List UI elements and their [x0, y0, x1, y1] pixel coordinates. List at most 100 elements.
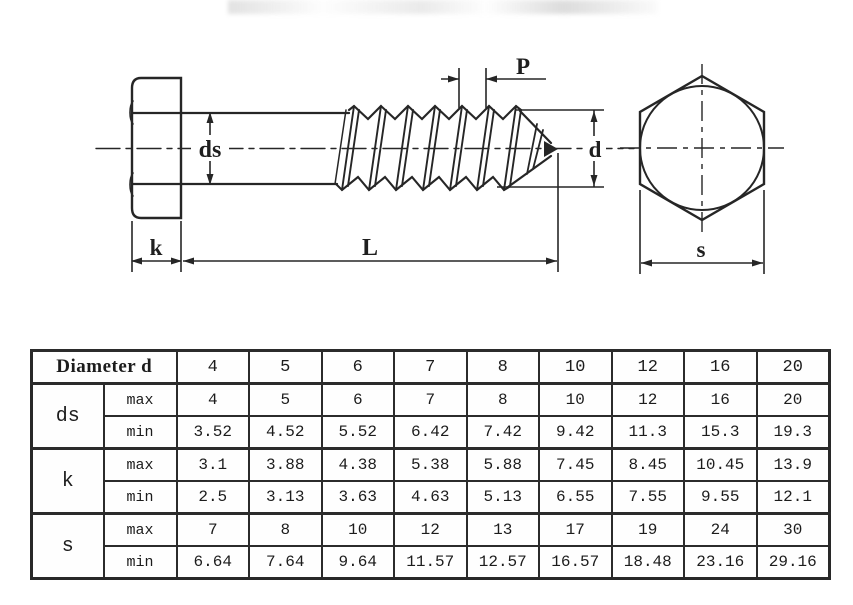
cell-value: 17: [538, 512, 613, 547]
l-dimension: L: [183, 153, 559, 272]
cell-value: 4.52: [248, 415, 323, 450]
cell-value: 12.1: [755, 480, 831, 515]
arrow-up-icon: [590, 111, 598, 122]
limit-label-min: min: [102, 480, 178, 515]
cell-value: 13: [465, 512, 540, 547]
diameter-value: 12: [610, 349, 685, 385]
limit-label-min: min: [102, 545, 178, 580]
diameter-value: 20: [755, 349, 831, 385]
arrow-left-icon: [486, 75, 497, 83]
cell-value: 9.55: [683, 480, 758, 515]
cell-value: 6.42: [393, 415, 468, 450]
diameter-value: 6: [320, 349, 395, 385]
cell-value: 7.55: [610, 480, 685, 515]
ds-dimension: ds: [191, 112, 229, 185]
cell-value: 10.45: [683, 447, 758, 482]
side-view: [95, 76, 635, 220]
cell-value: 8: [465, 382, 540, 417]
cell-value: 3.63: [320, 480, 395, 515]
limit-label-max: max: [102, 512, 178, 547]
cell-value: 4: [175, 382, 250, 417]
arrow-left-icon: [183, 257, 194, 265]
arrow-right-icon: [171, 257, 182, 265]
cell-value: 29.16: [755, 545, 831, 580]
diameter-value: 7: [393, 349, 468, 385]
cell-value: 6.55: [538, 480, 613, 515]
limit-label-min: min: [102, 415, 178, 450]
arrow-up-icon: [206, 112, 214, 123]
cell-value: 5.38: [393, 447, 468, 482]
diameter-value: 5: [248, 349, 323, 385]
cell-value: 7.64: [248, 545, 323, 580]
group-label-ds: ds: [30, 382, 105, 450]
cell-value: 5.52: [320, 415, 395, 450]
diameter-value: 16: [683, 349, 758, 385]
cell-value: 5.13: [465, 480, 540, 515]
cell-value: 11.3: [610, 415, 685, 450]
cell-value: 6: [320, 382, 395, 417]
arrow-right-icon: [546, 257, 557, 265]
cell-value: 12.57: [465, 545, 540, 580]
cell-value: 4.38: [320, 447, 395, 482]
cell-value: 18.48: [610, 545, 685, 580]
cell-value: 3.1: [175, 447, 250, 482]
cell-value: 5: [248, 382, 323, 417]
screw-technical-drawing: ds k L P: [95, 54, 784, 274]
cell-value: 6.64: [175, 545, 250, 580]
cell-value: 9.42: [538, 415, 613, 450]
cell-value: 16.57: [538, 545, 613, 580]
cell-value: 8.45: [610, 447, 685, 482]
k-label: k: [150, 235, 163, 260]
arrow-left-icon: [641, 259, 652, 267]
cell-value: 15.3: [683, 415, 758, 450]
cell-value: 3.88: [248, 447, 323, 482]
arrow-right-icon: [448, 75, 459, 83]
cell-value: 19: [610, 512, 685, 547]
diameter-value: 10: [538, 349, 613, 385]
s-dimension: s: [639, 190, 765, 274]
diameter-value: 8: [465, 349, 540, 385]
cell-value: 7: [175, 512, 250, 547]
cell-value: 3.52: [175, 415, 250, 450]
s-label: s: [697, 237, 706, 262]
arrow-left-icon: [131, 257, 142, 265]
cell-value: 19.3: [755, 415, 831, 450]
diameter-value: 4: [175, 349, 250, 385]
k-dimension: k: [131, 221, 182, 272]
l-label: L: [362, 235, 378, 261]
diameter-header-label: Diameter d: [30, 349, 178, 385]
cell-value: 20: [755, 382, 831, 417]
cell-value: 10: [320, 512, 395, 547]
cell-value: 24: [683, 512, 758, 547]
cell-value: 30: [755, 512, 831, 547]
arrow-down-icon: [206, 174, 214, 185]
cell-value: 12: [610, 382, 685, 417]
cell-value: 5.88: [465, 447, 540, 482]
cell-value: 10: [538, 382, 613, 417]
cell-value: 16: [683, 382, 758, 417]
arrow-down-icon: [590, 175, 598, 186]
p-dimension: P: [441, 54, 546, 108]
d-dimension: d: [497, 109, 606, 188]
cell-value: 8: [248, 512, 323, 547]
limit-label-max: max: [102, 382, 178, 417]
d-label: d: [589, 137, 602, 162]
group-label-k: k: [30, 447, 105, 515]
cell-value: 13.9: [755, 447, 831, 482]
cell-value: 23.16: [683, 545, 758, 580]
cell-value: 12: [393, 512, 468, 547]
hex-head-side: [129, 76, 183, 220]
cell-value: 7: [393, 382, 468, 417]
limit-label-max: max: [102, 447, 178, 482]
end-view: [620, 64, 784, 232]
